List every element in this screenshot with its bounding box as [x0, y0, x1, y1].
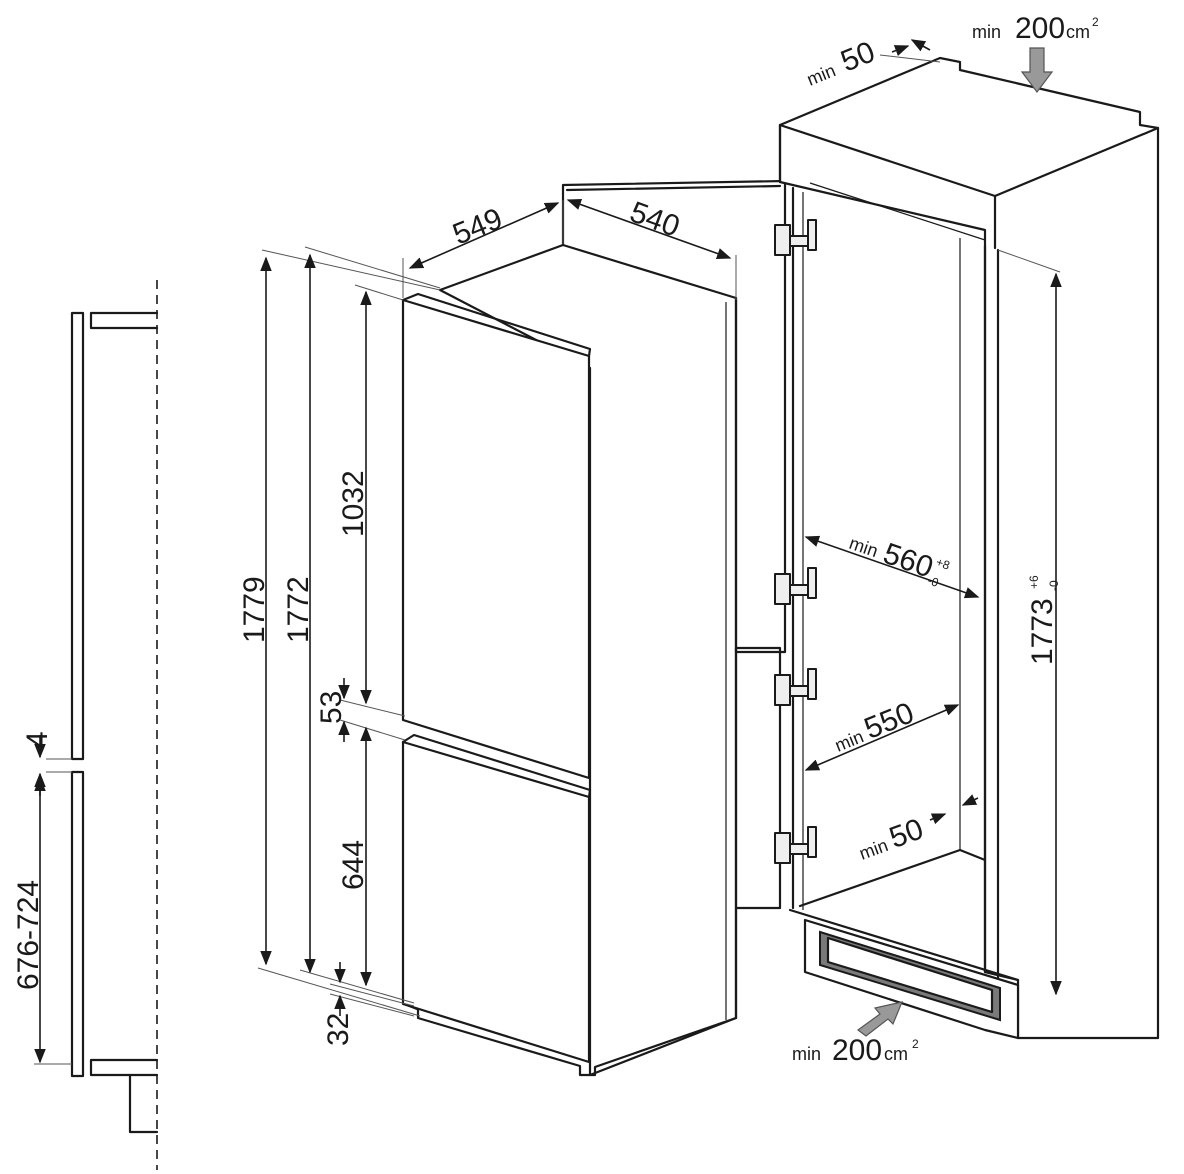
- rear-gap-arrow-right: [961, 794, 979, 806]
- top-clearance-value: 50: [836, 35, 879, 78]
- rear-gap-arrow-left: [929, 813, 947, 825]
- niche-depth-value: 550: [860, 696, 919, 745]
- freezer-door: [401, 740, 591, 1064]
- niche-width-tol-plus: +8: [934, 555, 952, 573]
- bottom-vent-arrow: [856, 1001, 903, 1037]
- upper-hinge-plate: [89, 311, 159, 330]
- fridge-door-1032-label: 1032: [337, 470, 370, 537]
- niche-height-text: 1773 +6 -0: [1026, 575, 1061, 665]
- fridge-door: [401, 298, 591, 780]
- niche-depth-text: min 550: [832, 696, 919, 755]
- depth-549-label: 549: [448, 202, 507, 251]
- side-elevation: 4 676-724: [12, 280, 159, 1170]
- niche-height-value: 1773: [1026, 598, 1059, 665]
- furniture-niche: min 50 min 200 cm 2 min 200 cm 2 min 560…: [774, 12, 1160, 1067]
- niche-width-min: min: [847, 533, 881, 561]
- height-1779-label: 1779: [238, 576, 271, 643]
- hinge-3: [774, 668, 817, 706]
- lower-hinge-plate: [89, 1058, 159, 1077]
- top-vent-value: 200: [1015, 12, 1065, 45]
- appliance: 549 540 1779 1772 1032 53 644 32: [238, 179, 787, 1077]
- niche-height-tol-plus: +6: [1027, 575, 1041, 589]
- niche-depth-min: min: [832, 726, 866, 755]
- niche-width-text: min 560 +8 -0: [847, 533, 952, 590]
- width-540-dim: [566, 198, 732, 260]
- lower-furniture-door: [70, 770, 85, 1078]
- plinth-profile: [128, 1073, 159, 1134]
- freezer-door-644-label: 644: [337, 840, 370, 890]
- hinge-4: [774, 826, 817, 864]
- door-height-range-label: 676-724: [12, 880, 45, 990]
- plinth-32-label: 32: [322, 1013, 355, 1046]
- top-vent-min: min: [972, 22, 1001, 42]
- top-vent-unit: cm: [1066, 22, 1090, 42]
- niche-depth-dim: [804, 704, 960, 771]
- niche-height-tol-minus: -0: [1047, 580, 1061, 591]
- top-clearance-min: min: [804, 60, 838, 89]
- top-vent-exp: 2: [1092, 15, 1099, 29]
- top-clearance-arrow: [891, 45, 910, 56]
- top-vent-arrow: [1020, 47, 1054, 93]
- open-door-leaf: [734, 646, 782, 910]
- rear-gap-value: 50: [885, 813, 928, 855]
- niche-width-dim: [804, 535, 980, 599]
- niche-width-tol-minus: -0: [926, 573, 941, 590]
- upper-furniture-door: [70, 311, 85, 761]
- bottom-vent-value: 200: [832, 1034, 882, 1067]
- appliance-base: [416, 1008, 738, 1077]
- bottom-vent-unit: cm: [884, 1044, 908, 1064]
- hinge-2: [774, 567, 817, 605]
- hinge-1: [774, 219, 817, 256]
- rear-gap-min: min: [857, 835, 891, 864]
- rear-gap-text: min 50: [857, 813, 928, 864]
- bottom-vent-min: min: [792, 1044, 821, 1064]
- bottom-vent-exp: 2: [912, 1037, 919, 1051]
- door-gap-label: 4: [21, 731, 54, 748]
- height-1772-label: 1772: [282, 576, 315, 643]
- gap-53-label: 53: [315, 691, 348, 724]
- depth-549-dim: [408, 202, 560, 269]
- width-540-label: 540: [626, 196, 684, 244]
